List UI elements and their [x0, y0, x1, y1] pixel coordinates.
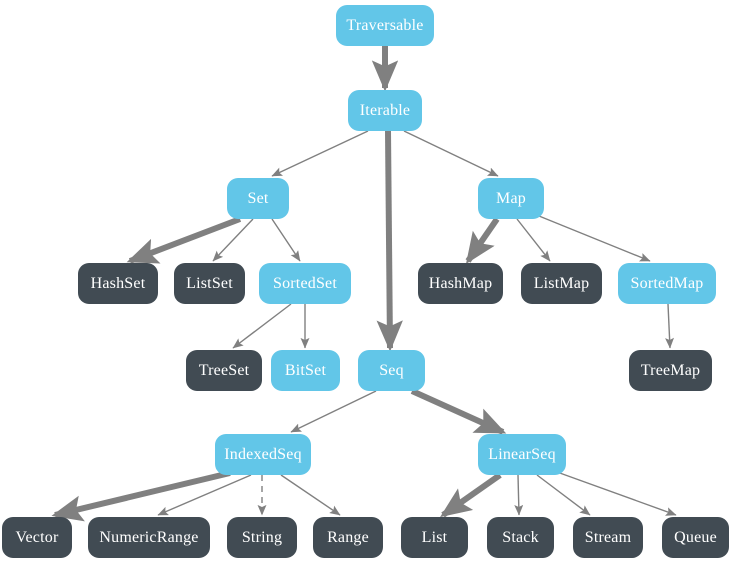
node-map[interactable]: Map — [478, 178, 544, 219]
edge-linearseq-to-stack — [514, 474, 524, 516]
node-treemap[interactable]: TreeMap — [629, 350, 712, 391]
edge-map-to-sortedmap — [538, 215, 651, 262]
node-linearseq[interactable]: LinearSeq — [478, 434, 566, 475]
node-listset[interactable]: ListSet — [174, 263, 245, 304]
edge-sortedmap-to-treemap — [665, 303, 675, 349]
node-label: Map — [496, 189, 526, 207]
node-indexedseq[interactable]: IndexedSeq — [215, 434, 311, 475]
node-label: BitSet — [284, 361, 327, 379]
edge-seq-to-indexedseq — [290, 390, 377, 433]
node-label: IndexedSeq — [224, 445, 302, 463]
edge-linearseq-to-list — [440, 472, 502, 518]
node-label: ListSet — [186, 274, 233, 292]
node-label: Seq — [379, 361, 404, 379]
node-sortedset[interactable]: SortedSet — [259, 263, 351, 304]
node-sortedmap[interactable]: SortedMap — [618, 263, 716, 304]
node-label: LinearSeq — [488, 445, 556, 463]
node-label: ListMap — [533, 274, 590, 292]
edge-map-to-hashmap — [465, 217, 500, 264]
node-bitset[interactable]: BitSet — [271, 350, 340, 391]
node-hashmap[interactable]: HashMap — [418, 263, 503, 304]
node-seq[interactable]: Seq — [358, 350, 425, 391]
edge-set-to-sortedset — [271, 218, 301, 262]
edge-map-to-listmap — [516, 218, 551, 262]
node-traversable[interactable]: Traversable — [336, 5, 434, 46]
node-label: SortedSet — [272, 274, 338, 292]
edge-indexedseq-to-numericrange — [157, 474, 252, 516]
edge-seq-to-linearseq — [410, 388, 507, 435]
node-label: TreeSet — [198, 361, 250, 379]
edge-iterable-to-seq — [376, 130, 403, 352]
node-label: Queue — [674, 528, 717, 546]
node-stack[interactable]: Stack — [487, 517, 554, 558]
edge-linearseq-to-queue — [556, 471, 677, 516]
edge-set-to-hashset — [126, 216, 242, 264]
edge-iterable-to-map — [403, 130, 499, 177]
node-label: HashMap — [428, 274, 493, 292]
node-treeset[interactable]: TreeSet — [186, 350, 262, 391]
node-label: Traversable — [346, 16, 424, 34]
edge-set-to-listset — [212, 218, 254, 262]
node-numericrange[interactable]: NumericRange — [88, 517, 210, 558]
node-label: NumericRange — [99, 528, 199, 546]
node-label: Stack — [502, 528, 539, 546]
node-iterable[interactable]: Iterable — [348, 90, 422, 131]
node-set[interactable]: Set — [227, 178, 289, 219]
node-listmap[interactable]: ListMap — [521, 263, 602, 304]
node-stream[interactable]: Stream — [573, 517, 643, 558]
node-list[interactable]: List — [401, 517, 468, 558]
node-label: HashSet — [90, 274, 146, 292]
node-label: Vector — [15, 528, 59, 546]
node-label: Stream — [584, 528, 632, 546]
node-queue[interactable]: Queue — [662, 517, 729, 558]
node-label: Range — [327, 528, 369, 546]
node-hashset[interactable]: HashSet — [78, 263, 158, 304]
node-label: SortedMap — [630, 274, 704, 292]
edge-iterable-to-set — [271, 130, 369, 177]
node-label: String — [241, 528, 283, 546]
node-label: TreeMap — [640, 361, 701, 379]
edge-sortedset-to-treeset — [232, 303, 292, 349]
node-label: Iterable — [359, 101, 411, 119]
edge-linearseq-to-stream — [536, 474, 591, 516]
edge-indexedseq-to-range — [280, 474, 341, 516]
edge-indexedseq-to-vector — [51, 470, 231, 522]
node-range[interactable]: Range — [313, 517, 383, 558]
node-label: List — [421, 528, 448, 546]
node-label: Set — [247, 189, 269, 207]
node-vector[interactable]: Vector — [2, 517, 72, 558]
node-string[interactable]: String — [227, 517, 297, 558]
